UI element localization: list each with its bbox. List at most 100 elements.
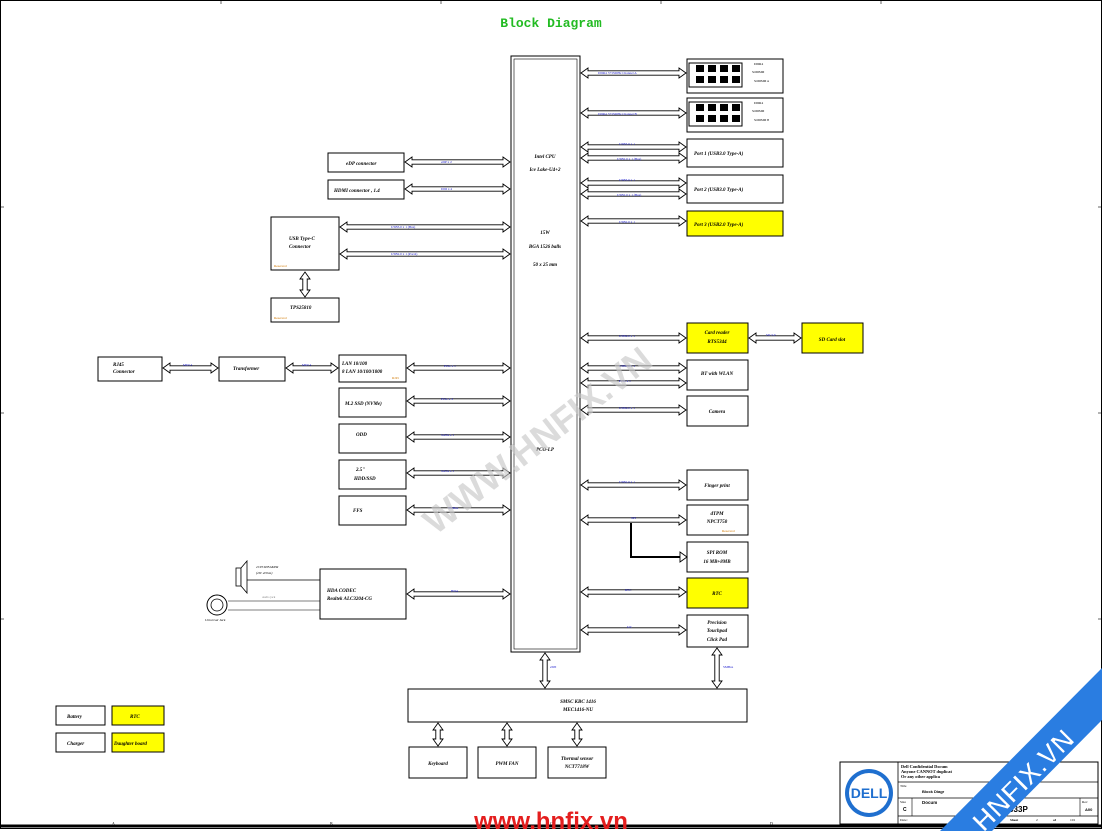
- port1-block: [686, 138, 784, 168]
- lan-block: [338, 354, 407, 383]
- hda-codec-block: [319, 568, 407, 620]
- arrow-bt-pcie: [580, 377, 687, 389]
- tps-block: [270, 297, 340, 323]
- rj45-line1: RJ45: [113, 363, 124, 368]
- touchpad-line2: Touchpad: [707, 629, 728, 634]
- title-value: Block Diagr: [922, 789, 945, 794]
- bus-espi: eSPI: [550, 665, 557, 669]
- arrow-ec-fan: [501, 722, 513, 747]
- spi-rom-line1: SPI ROM: [707, 551, 728, 556]
- bus-touchpad: I2C: [627, 625, 633, 629]
- legend-battery-label: Battery: [66, 715, 83, 720]
- sheet-total: 101: [1070, 818, 1076, 822]
- touchpad-block: [686, 614, 749, 648]
- doc-label: Docum: [922, 800, 937, 805]
- tpm-line1: dTPM: [710, 512, 724, 517]
- tpm-block: [686, 504, 749, 536]
- sheet-label: Sheet: [1010, 818, 1019, 822]
- arrow-lan: [406, 362, 511, 374]
- bus-rtc: RTC: [625, 588, 632, 592]
- hdmi-label: HDMI connector , 1.4: [333, 189, 380, 194]
- arrow-cpu-ec: [539, 652, 551, 689]
- cpu-line4: BGA 1526 balls: [528, 245, 561, 250]
- hdd-block: [338, 459, 407, 490]
- edp-block: [327, 152, 405, 173]
- arrow-bt-usb: [580, 362, 687, 374]
- usbc-note: Reserved: [274, 264, 287, 268]
- ddr-b-title: DDR4: [754, 101, 763, 105]
- arrow-touchpad: [580, 624, 687, 636]
- legend-charger: [55, 732, 106, 753]
- hdd-line1: 2.5": [355, 468, 365, 473]
- bus-finger: USB2.0 x 1: [619, 480, 635, 484]
- footer-watermark: www.hnfix.vn: [473, 808, 628, 831]
- lan-line2: 8 LAN 10/100/1000: [342, 370, 383, 375]
- arrow-port1-a: [580, 141, 687, 153]
- touchpad-line1: Precision: [707, 621, 727, 626]
- ssd-label: M.2 SSD (NVMe): [344, 402, 382, 407]
- arrow-ddr-a: [580, 67, 687, 79]
- arrow-tpm: [580, 514, 687, 526]
- size-value: C: [903, 807, 907, 813]
- port2-block: [686, 174, 784, 204]
- rj45-line2: Connector: [113, 370, 135, 375]
- bus-ffs: SMBus: [448, 506, 459, 510]
- arrow-usbc-b: [339, 248, 511, 260]
- arrow-hdmi: [404, 183, 511, 195]
- cpu-line2: Ice Lake-U4+2: [528, 168, 561, 173]
- port3-block: [686, 210, 784, 237]
- usbc-block: [270, 216, 340, 271]
- arrow-ddr-b: [580, 107, 687, 119]
- rtc-block: [686, 577, 749, 609]
- camera-block: [686, 395, 749, 427]
- fan-label: PWM FAN: [495, 762, 518, 767]
- bus-ddr-a: DDR4 3733MHz Channel A: [598, 71, 637, 75]
- bt-wlan-block: [686, 359, 749, 391]
- sd-slot-block: [801, 322, 864, 354]
- sheet-of: of: [1053, 818, 1057, 822]
- connection-arrows: [162, 67, 802, 747]
- date-label: Date:: [900, 818, 908, 822]
- bt-wlan-label: BT with WLAN: [700, 372, 734, 377]
- card-reader-line2: RTS5344: [707, 340, 727, 345]
- ec-line1: SMSC KBC 1416: [560, 700, 596, 705]
- lan-note: RJ45: [392, 376, 399, 380]
- arrow-odd: [406, 431, 511, 443]
- lan-line1: LAN 10/100: [341, 362, 368, 367]
- bus-usbc-a: USB3.0 x 1 (Bus): [391, 225, 415, 229]
- port2-label: Port 2 (USB3.0 Type-A): [694, 188, 744, 193]
- bus-port3: USB2.0 x 1: [619, 220, 635, 224]
- arrow-port2-b: [580, 188, 687, 200]
- grid-label-c: C: [550, 821, 553, 826]
- hda-line2: Realtek ALC3204-CG: [327, 597, 372, 602]
- ddr-b-sub1: SODIMM: [752, 109, 765, 113]
- hdmi-block: [327, 179, 405, 200]
- ddr-a-sub2: SODIMM A: [754, 79, 770, 83]
- jack-bus: Audio jack: [262, 595, 276, 599]
- card-reader-block: [686, 322, 749, 354]
- bus-edp: eDP x 2: [441, 160, 452, 164]
- usbc-line2: Connector: [289, 245, 311, 250]
- arrow-ec-thermal: [571, 722, 583, 747]
- tps-label: TPS25810: [290, 306, 312, 311]
- fan-block: [477, 746, 537, 779]
- bus-touchpad-ec: SMBus: [723, 665, 734, 669]
- keyboard-block: [408, 746, 468, 779]
- grid-label-d: D: [770, 821, 773, 826]
- spi-branch-line: [630, 523, 680, 558]
- ec-block: [407, 688, 748, 723]
- hda-line1: HDA CODEC: [326, 589, 357, 594]
- bus-usbc-b: USB2.0 x 1 (Port4): [391, 252, 417, 256]
- finger-label: Finger print: [704, 484, 730, 489]
- thermal-block: [547, 746, 607, 779]
- bus-ddr-b: DDR4 3733MHz Channel B: [598, 112, 637, 116]
- arrow-camera: [580, 404, 687, 416]
- bus-ssd: PCIe x 4: [441, 397, 453, 401]
- speaker-line2: (2W 4Ohm): [256, 571, 273, 575]
- port3-label: Port 3 (USB2.0 Type-A): [694, 223, 744, 228]
- conf-line2: Anyone CANNOT duplicat: [901, 769, 952, 774]
- cpu-line3: 15W: [540, 231, 550, 236]
- speaker-line1: 2CH SPEAKER: [256, 565, 279, 569]
- bus-hda: HDA: [451, 589, 459, 593]
